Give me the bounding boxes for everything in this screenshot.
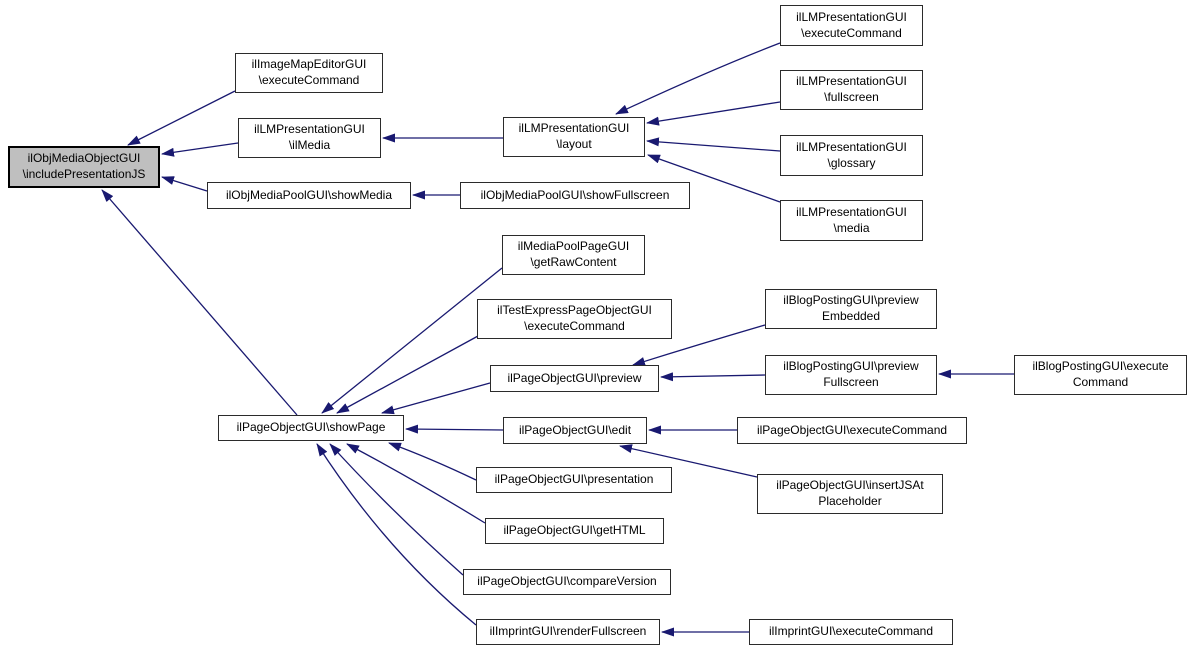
edge-renderFullscreen-to-showPage [316, 443, 477, 626]
node-label: ilImageMapEditorGUI [251, 57, 367, 72]
node-label: ilImprintGUI\executeCommand [768, 624, 934, 639]
edge-presentation-to-showPage [388, 442, 477, 481]
node-ilPageObjectGUI-compareVersion[interactable]: ilPageObjectGUI\compareVersion [463, 569, 671, 595]
node-label: ilPageObjectGUI\showPage [236, 420, 386, 435]
node-label: ilBlogPostingGUI\execute [1032, 359, 1169, 374]
node-label: ilLMPresentationGUI [796, 9, 907, 24]
edge-showMedia-to-includePresentationJS [161, 176, 208, 192]
node-label: \executeCommand [258, 73, 360, 87]
node-label: ilObjMediaObjectGUI [27, 151, 141, 166]
node-ilPageObjectGUI-getHTML[interactable]: ilPageObjectGUI\getHTML [485, 518, 664, 544]
edge-getRawContent-to-showPage [321, 267, 503, 414]
edge-preview-to-showPage [381, 382, 491, 415]
edge-edit-to-showPage [405, 424, 504, 434]
node-label: ilPageObjectGUI\edit [518, 422, 632, 437]
edge-glossary-to-layout [646, 137, 781, 152]
edge-fullscreen-to-layout [646, 101, 781, 126]
node-label: ilPageObjectGUI\insertJSAt [776, 478, 924, 493]
node-label: ilLMPresentationGUI [796, 74, 907, 89]
node-label: ilLMPresentationGUI [518, 121, 630, 136]
edge-lmExecuteCommand-to-layout [615, 42, 781, 115]
node-ilPageObjectGUI-showPage[interactable]: ilPageObjectGUI\showPage [218, 415, 404, 441]
node-ilBlogPostingGUI-executeCommand[interactable]: ilBlogPostingGUI\execute Command [1014, 355, 1187, 395]
node-label: ilPageObjectGUI\compareVersion [477, 574, 657, 589]
node-ilLMPresentationGUI-fullscreen[interactable]: ilLMPresentationGUI \fullscreen [780, 70, 923, 110]
node-label: ilBlogPostingGUI\preview [783, 293, 919, 308]
node-label: \layout [556, 137, 592, 151]
node-label: Embedded [821, 309, 881, 323]
node-ilLMPresentationGUI-glossary[interactable]: ilLMPresentationGUI \glossary [780, 135, 923, 176]
node-label: ilPageObjectGUI\preview [507, 370, 642, 385]
node-label: ilObjMediaPoolGUI\showMedia [225, 187, 393, 202]
edge-compareVersion-to-showPage [329, 443, 464, 576]
node-label: ilLMPresentationGUI [796, 139, 907, 154]
node-ilImprintGUI-executeCommand[interactable]: ilImprintGUI\executeCommand [749, 619, 953, 645]
node-ilPageObjectGUI-insertJSAtPlaceholder[interactable]: ilPageObjectGUI\insertJSAt Placeholder [757, 474, 943, 514]
node-label: ilTestExpressPageObjectGUI [497, 303, 652, 318]
node-ilBlogPostingGUI-previewEmbedded[interactable]: ilBlogPostingGUI\preview Embedded [765, 289, 937, 329]
node-ilLMPresentationGUI-layout[interactable]: ilLMPresentationGUI \layout [503, 117, 645, 157]
node-label: ilLMPresentationGUI [796, 204, 907, 219]
edge-media-to-layout [647, 154, 781, 203]
edge-showPage-to-includePresentationJS [101, 189, 298, 416]
node-label: \ilMedia [288, 138, 331, 152]
node-label: \media [833, 220, 870, 235]
node-label: \glossary [827, 155, 876, 170]
node-ilPageObjectGUI-preview[interactable]: ilPageObjectGUI\preview [490, 365, 659, 392]
node-ilImprintGUI-renderFullscreen[interactable]: ilImprintGUI\renderFullscreen [476, 619, 660, 645]
edge-insertJSAtPlaceholder-to-edit [619, 444, 758, 478]
node-ilObjMediaPoolGUI-showFullscreen[interactable]: ilObjMediaPoolGUI\showFullscreen [460, 182, 690, 209]
node-ilObjMediaObjectGUI-includePresentationJS[interactable]: ilObjMediaObjectGUI \includePresentation… [8, 146, 160, 188]
node-label: ilObjMediaPoolGUI\showFullscreen [480, 187, 670, 202]
edge-ilMedia-to-includePresentationJS [161, 142, 239, 157]
node-label: ilPageObjectGUI\executeCommand [756, 422, 948, 437]
node-ilImageMapEditorGUI-executeCommand[interactable]: ilImageMapEditorGUI \executeCommand [235, 53, 383, 93]
node-label: \executeCommand [801, 25, 902, 40]
edge-getHTML-to-showPage [346, 443, 486, 524]
node-label: ilLMPresentationGUI [254, 122, 365, 137]
node-ilLMPresentationGUI-media[interactable]: ilLMPresentationGUI \media [780, 200, 923, 241]
node-label: ilBlogPostingGUI\preview [783, 359, 919, 374]
node-label: ilImprintGUI\renderFullscreen [489, 624, 647, 639]
node-ilLMPresentationGUI-executeCommand[interactable]: ilLMPresentationGUI \executeCommand [780, 5, 923, 46]
node-label: \getRawContent [530, 255, 617, 269]
edge-previewFullscreen-to-preview [660, 372, 766, 382]
node-label: ilPageObjectGUI\presentation [494, 472, 654, 487]
edge-imageMapExecuteCommand-to-includePresentationJS [127, 90, 236, 146]
node-ilPageObjectGUI-edit[interactable]: ilPageObjectGUI\edit [503, 417, 647, 444]
edge-previewEmbedded-to-preview [632, 324, 766, 366]
node-ilTestExpressPageObjectGUI-executeCommand[interactable]: ilTestExpressPageObjectGUI \executeComma… [477, 299, 672, 339]
node-ilPageObjectGUI-presentation[interactable]: ilPageObjectGUI\presentation [476, 467, 672, 493]
node-label: \fullscreen [824, 90, 879, 104]
node-label: ilMediaPoolPageGUI [517, 239, 630, 254]
node-ilObjMediaPoolGUI-showMedia[interactable]: ilObjMediaPoolGUI\showMedia [207, 182, 411, 209]
node-ilPageObjectGUI-executeCommand[interactable]: ilPageObjectGUI\executeCommand [737, 417, 967, 444]
node-label: ilPageObjectGUI\getHTML [503, 523, 646, 538]
node-ilLMPresentationGUI-ilMedia[interactable]: ilLMPresentationGUI \ilMedia [238, 118, 381, 158]
node-label: Command [1072, 375, 1129, 389]
edge-testExpressExecuteCommand-to-showPage [336, 335, 479, 414]
node-label: Placeholder [818, 494, 882, 508]
node-ilMediaPoolPageGUI-getRawContent[interactable]: ilMediaPoolPageGUI \getRawContent [502, 235, 645, 275]
node-label: \includePresentationJS [22, 167, 146, 181]
node-ilBlogPostingGUI-previewFullscreen[interactable]: ilBlogPostingGUI\preview Fullscreen [765, 355, 937, 395]
node-label: \executeCommand [524, 319, 625, 333]
node-label: Fullscreen [823, 375, 879, 389]
